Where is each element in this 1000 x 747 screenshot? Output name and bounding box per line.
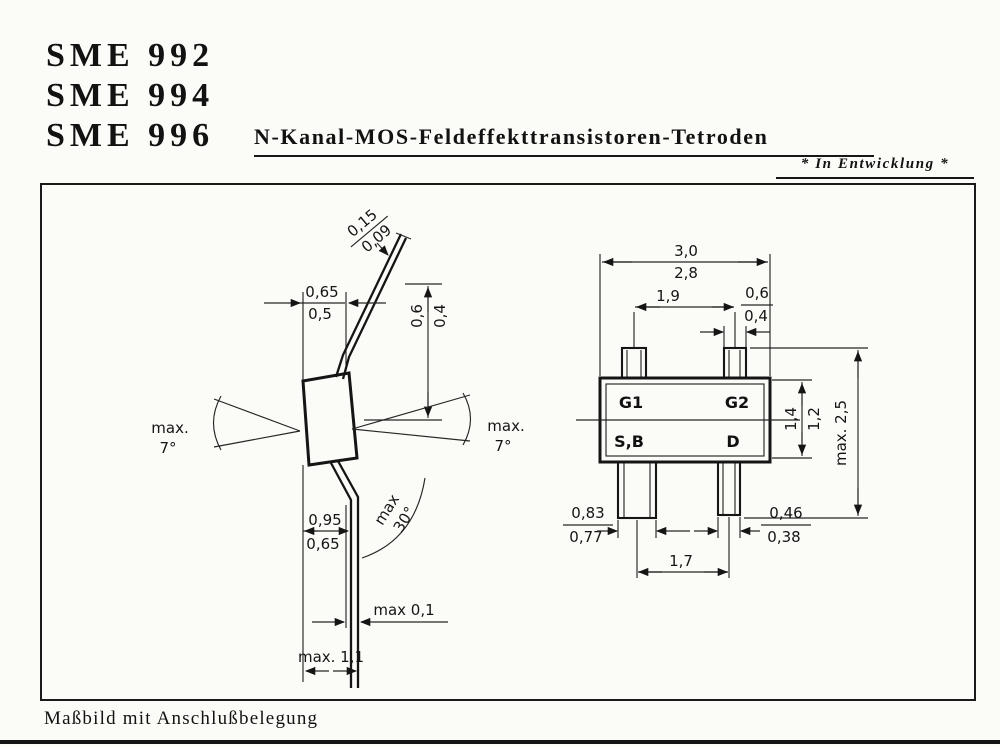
dim-body-width: 3,0 2,8 (599, 242, 771, 376)
dim-angle-right: max. 7° (351, 392, 525, 455)
dim-angle-left-label: max. (151, 419, 188, 437)
pin-label-g2: G2 (725, 393, 749, 412)
dim-pin-top-width: 0,6 0,4 (700, 284, 773, 347)
dim-pin-br-min: 0,38 (767, 528, 800, 546)
dim-overall-height-value: max. 2,5 (832, 400, 850, 466)
side-extension-lines (302, 283, 442, 682)
dim-lead-top-min: 0,4 (431, 304, 449, 328)
model-sme-996: SME 996 (46, 117, 215, 154)
dim-lead-length-value: max. 1,1 (298, 648, 364, 666)
dim-standoff: max 0,1 (312, 601, 448, 627)
dim-lead-top-max: 0,6 (408, 304, 426, 328)
pin-label-sb: S,B (614, 432, 644, 451)
dim-pin-top-max: 0,6 (745, 284, 769, 302)
top-lead-side (334, 232, 412, 380)
dim-pitch-bottom: 1,7 (636, 517, 730, 578)
dim-pitch-bottom-value: 1,7 (669, 552, 693, 570)
dim-tab-width-min: 0,5 (308, 305, 332, 323)
model-list: SME 992 SME 994 SME 996 (46, 36, 214, 156)
dim-tab-width: 0,65 0,5 (264, 283, 386, 323)
dim-body-width-max: 3,0 (674, 242, 698, 260)
pin-label-g1: G1 (619, 393, 643, 412)
bottom-rule (0, 740, 1000, 744)
dim-foot-max: 0,95 (308, 511, 341, 529)
dim-lead-top-length: 0,6 0,4 (408, 286, 449, 418)
dim-body-width-min: 2,8 (674, 264, 698, 282)
dim-angle-right-value: 7° (494, 437, 511, 455)
dim-pin-bl-max: 0,83 (571, 504, 604, 522)
pin-labels: G1 G2 S,B D (614, 393, 749, 451)
bottom-lead-side (329, 460, 360, 688)
dim-pin-bl-min: 0,77 (569, 528, 602, 546)
dim-body-height: 1,4 1,2 (772, 379, 823, 459)
dim-pitch-top-value: 1,9 (656, 287, 680, 305)
page-title: N-Kanal-MOS-Feldeffekttransistoren-Tetro… (254, 124, 874, 157)
dim-foot-min: 0,65 (306, 535, 339, 553)
top-view: G1 G2 S,B D 3,0 2,8 1,9 (563, 242, 868, 578)
drawing-frame (40, 183, 976, 701)
development-note: * In Entwicklung * (776, 156, 974, 179)
model-sme-992: SME 992 (46, 37, 215, 74)
dim-angle-right-label: max. (487, 417, 524, 435)
pin-label-d: D (726, 432, 739, 451)
dim-overall-height: max. 2,5 (744, 347, 868, 519)
model-sme-994: SME 994 (46, 77, 215, 114)
dim-foot: 0,95 0,65 (303, 511, 350, 553)
dim-pin-bottom-left-width: 0,83 0,77 (563, 504, 690, 546)
package-body-side (301, 371, 359, 467)
dim-angle-left: max. 7° (151, 395, 301, 457)
dim-body-height-max: 1,4 (782, 407, 800, 431)
dim-pin-top-min: 0,4 (744, 307, 768, 325)
dim-pin-bottom-right-width: 0,46 0,38 (694, 504, 811, 546)
dim-lead-length: max. 1,1 (298, 648, 364, 676)
dim-standoff-value: max 0,1 (373, 601, 434, 619)
dim-lead-thickness: 0,15 0,09 (344, 205, 395, 256)
dim-pitch-top: 1,9 (633, 287, 736, 347)
dim-pin-br-max: 0,46 (769, 504, 802, 522)
dim-tab-width-max: 0,65 (305, 283, 338, 301)
figure-caption: Maßbild mit Anschlußbelegung (44, 708, 319, 729)
dim-bend-angle: max 30° (361, 477, 426, 559)
dim-body-height-min: 1,2 (805, 407, 823, 431)
dim-angle-left-value: 7° (159, 439, 176, 457)
side-view: 0,15 0,09 0,65 0,5 0,6 0,4 (151, 205, 525, 688)
